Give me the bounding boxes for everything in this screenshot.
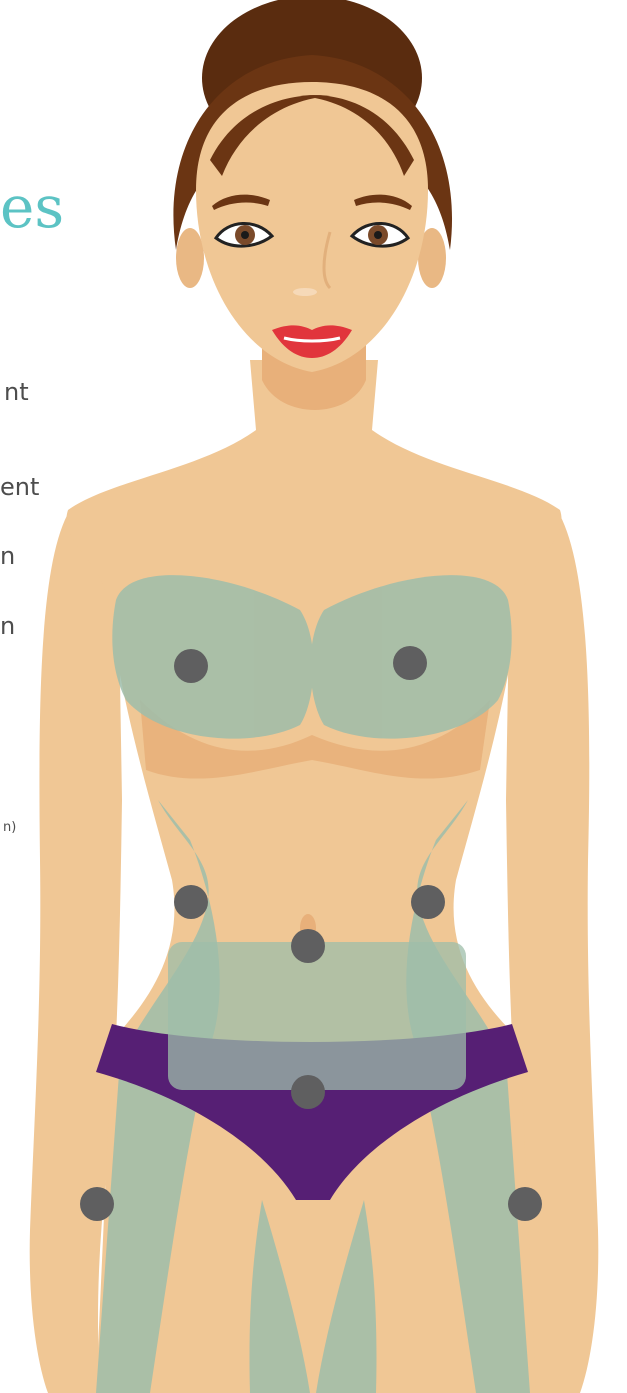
marker-left-thigh [80,1187,114,1221]
marker-lower-abdomen [291,1075,325,1109]
marker-left-waist [174,885,208,919]
marker-right-thigh [508,1187,542,1221]
abdomen-zone [168,942,466,1090]
marker-navel [291,929,325,963]
marker-left-breast [174,649,208,683]
marker-right-waist [411,885,445,919]
marker-right-breast [393,646,427,680]
